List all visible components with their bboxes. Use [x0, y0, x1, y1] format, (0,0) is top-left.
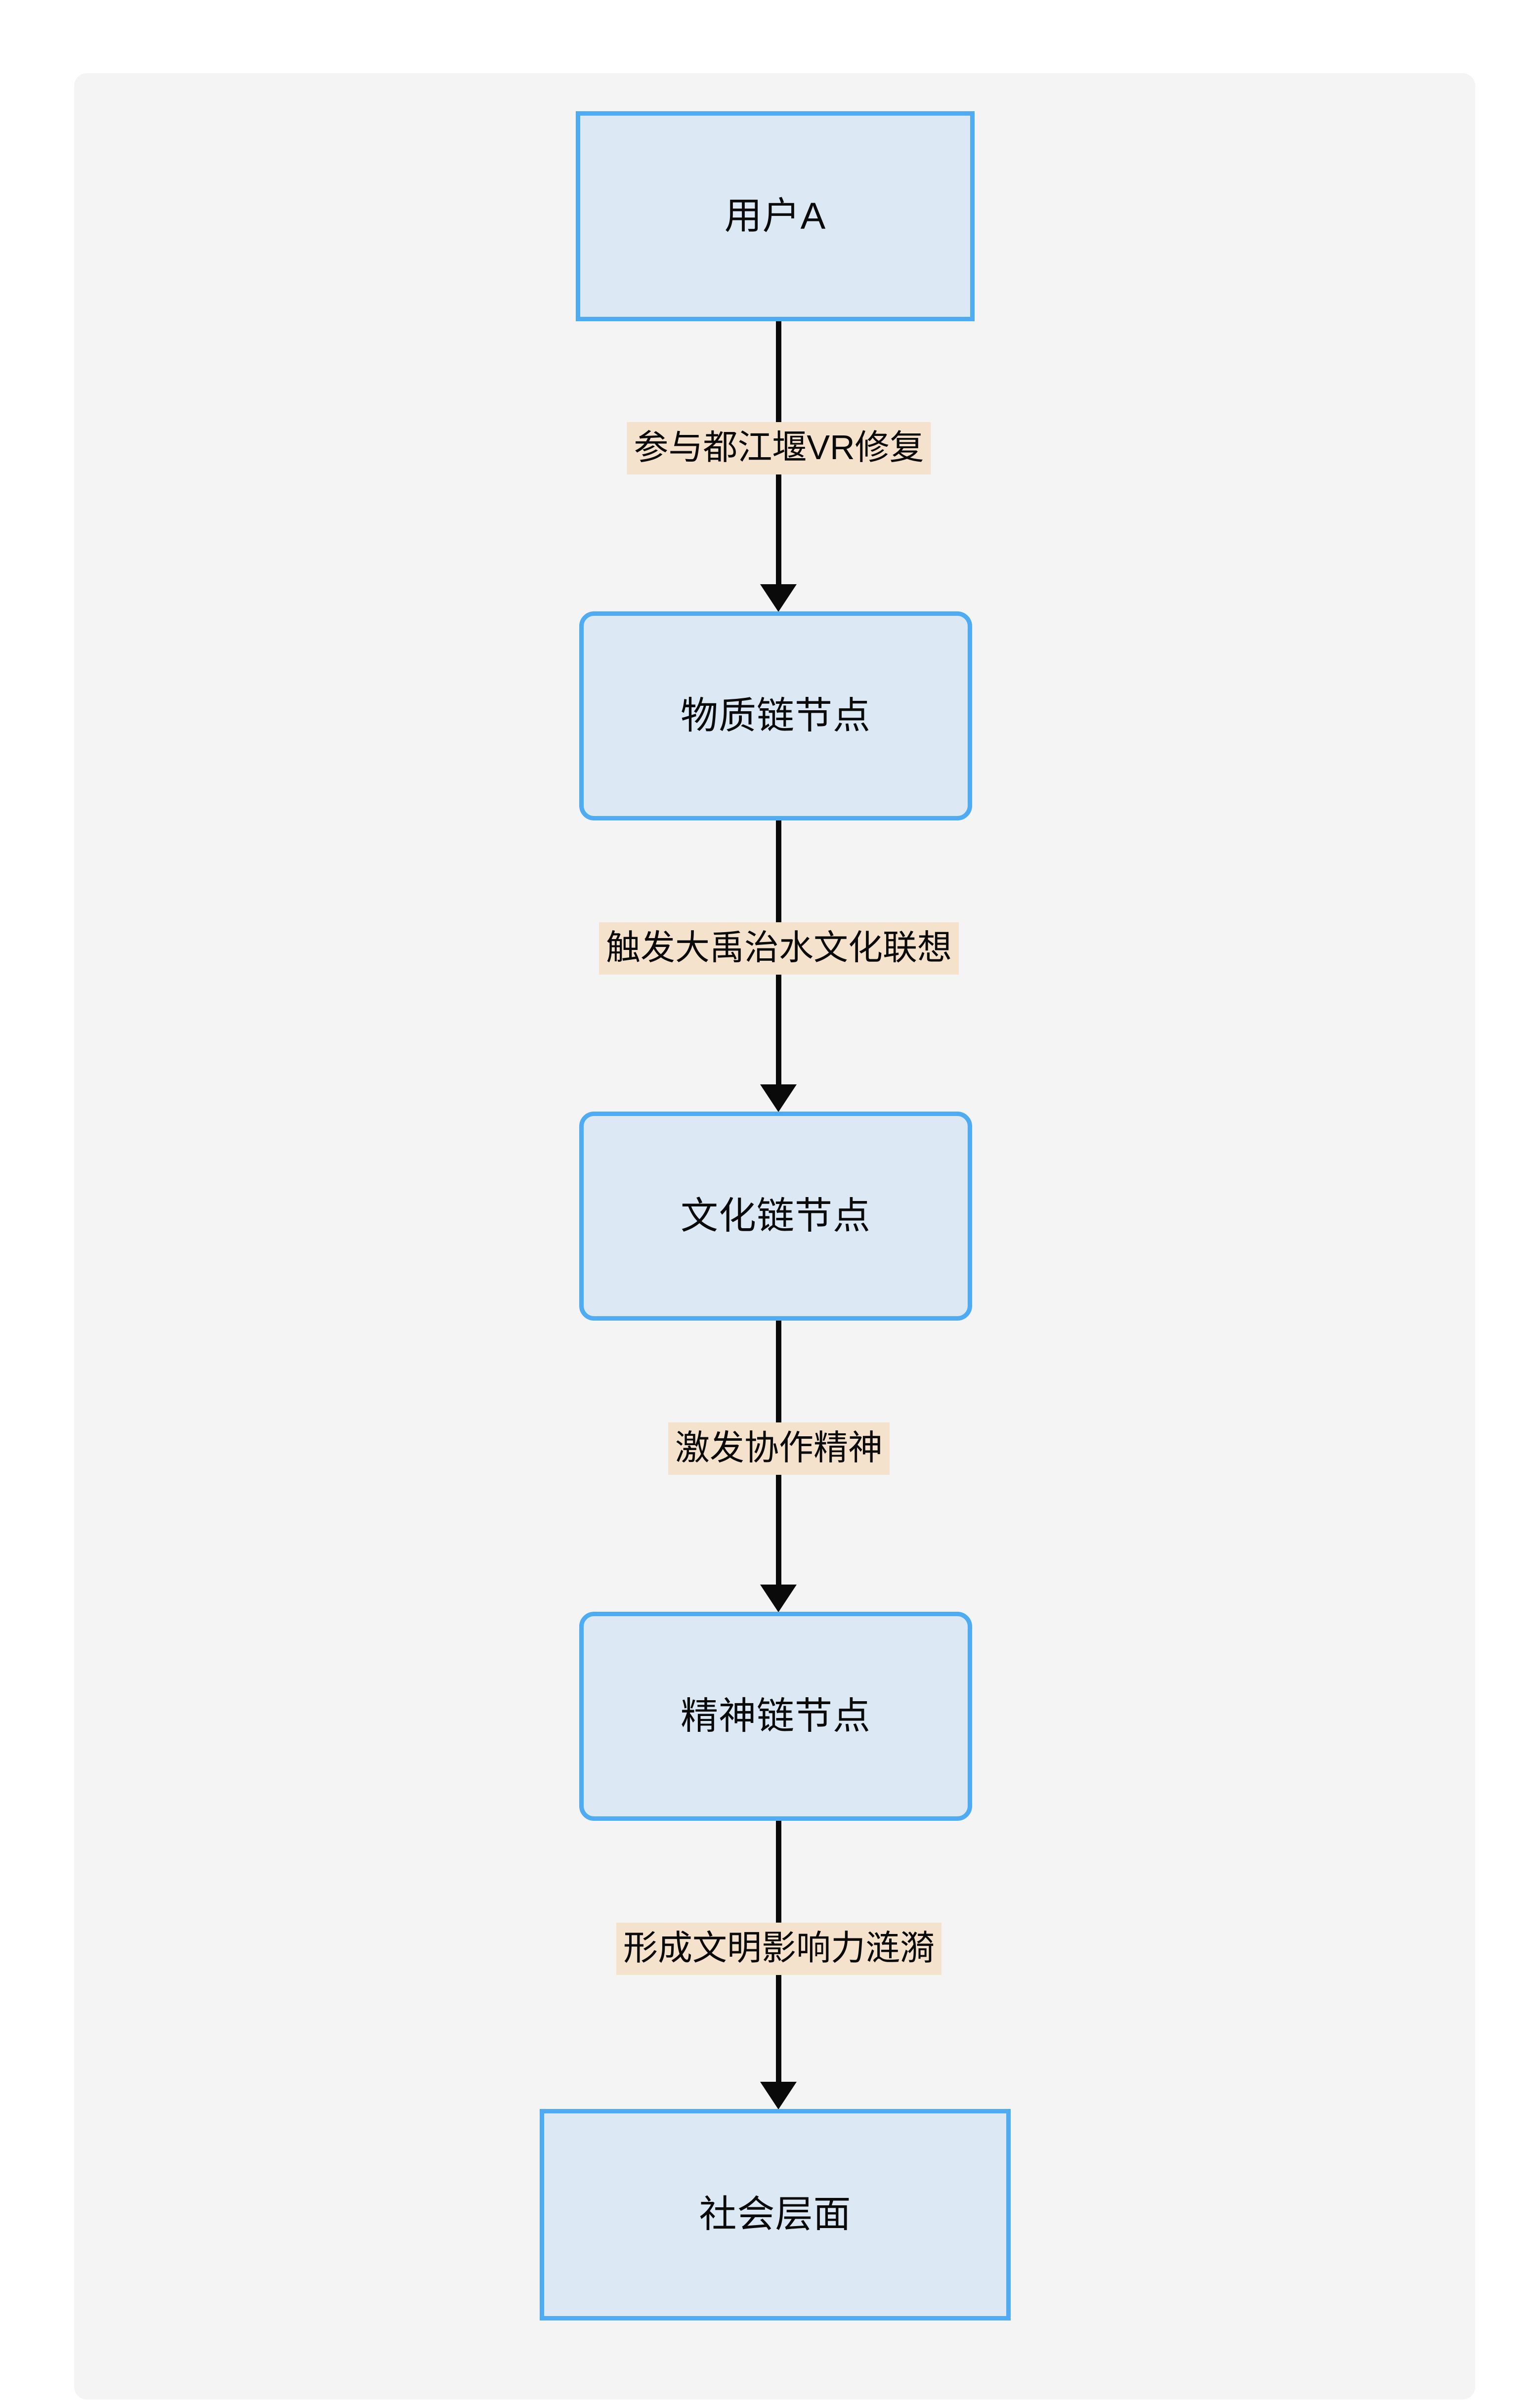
- node-society-level[interactable]: 社会层面: [540, 2109, 1011, 2320]
- flowchart: 用户A 参与都江堰VR修复 物质链节点 触发大禹治水文化联想 文化链节点 激发协…: [74, 73, 1475, 2400]
- edge-label-culture-to-spirit: 激发协作精神: [668, 1422, 890, 1475]
- edge-label-material-to-culture: 触发大禹治水文化联想: [599, 922, 959, 975]
- arrowhead-icon-spirit-to-society: [760, 2082, 797, 2109]
- node-spirit-chain[interactable]: 精神链节点: [579, 1612, 972, 1821]
- node-material-chain-label: 物质链节点: [681, 694, 871, 737]
- node-culture-chain[interactable]: 文化链节点: [579, 1112, 972, 1321]
- node-material-chain[interactable]: 物质链节点: [579, 611, 972, 820]
- node-spirit-chain-label: 精神链节点: [681, 1695, 871, 1737]
- diagram-canvas: 用户A 参与都江堰VR修复 物质链节点 触发大禹治水文化联想 文化链节点 激发协…: [74, 73, 1475, 2400]
- node-culture-chain-label: 文化链节点: [681, 1195, 871, 1237]
- node-user-label: 用户A: [724, 195, 826, 237]
- edge-label-user-to-material: 参与都江堰VR修复: [627, 422, 931, 474]
- arrowhead-icon-culture-to-spirit: [760, 1585, 797, 1612]
- node-user[interactable]: 用户A: [576, 111, 975, 321]
- arrowhead-icon-user-to-material: [760, 584, 797, 612]
- edge-label-spirit-to-society: 形成文明影响力涟漪: [616, 1923, 941, 1975]
- arrowhead-icon-material-to-culture: [760, 1084, 797, 1112]
- node-society-level-label: 社会层面: [699, 2193, 852, 2236]
